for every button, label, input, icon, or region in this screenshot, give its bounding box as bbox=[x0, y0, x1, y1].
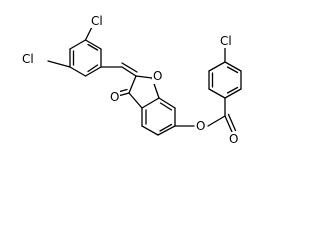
bond bbox=[69, 66, 87, 77]
structure-canvas: Cl Cl Cl O O O O bbox=[20, 14, 242, 146]
atom-label-o-ring: O bbox=[153, 69, 162, 83]
label-background bbox=[195, 119, 206, 133]
atom-label-o-ester-double: O bbox=[229, 132, 238, 146]
bond-double-inner bbox=[87, 64, 99, 73]
bond bbox=[141, 97, 160, 109]
bond-exocyclic-double bbox=[121, 66, 137, 77]
label-background bbox=[89, 14, 105, 28]
bond-double-inner bbox=[159, 123, 173, 132]
label-background bbox=[20, 52, 36, 66]
bond bbox=[208, 61, 226, 72]
bond-to-cl-top bbox=[84, 26, 93, 41]
bond bbox=[128, 75, 137, 94]
bond-to-cl-left bbox=[47, 60, 71, 68]
bond bbox=[158, 97, 176, 109]
bond-carbonyl bbox=[224, 115, 233, 133]
label-background bbox=[228, 132, 239, 146]
bond bbox=[128, 92, 143, 109]
atom-label-cl-right: Cl bbox=[220, 34, 232, 48]
atom-label-o-ester-single: O bbox=[196, 119, 205, 133]
bond bbox=[224, 88, 242, 99]
atom-labels: Cl Cl Cl O O O O bbox=[20, 14, 239, 146]
atom-label-cl-left: Cl bbox=[22, 52, 34, 66]
dichlorophenyl-ring bbox=[69, 39, 102, 77]
chlorophenyl-ring bbox=[208, 61, 242, 117]
benzofuran-benzene-ring bbox=[141, 97, 176, 136]
bond bbox=[69, 39, 87, 50]
atom-label-cl-top: Cl bbox=[91, 14, 103, 28]
bond bbox=[208, 88, 226, 99]
bond bbox=[84, 39, 102, 50]
bond-double-inner bbox=[159, 102, 173, 111]
bond-to-ring-oxygen bbox=[135, 75, 153, 79]
bond bbox=[224, 61, 242, 72]
bond-double-inner bbox=[226, 66, 239, 74]
bond bbox=[84, 66, 102, 77]
atom-label-o-keto: O bbox=[110, 90, 119, 104]
bond-double-inner bbox=[226, 86, 239, 94]
bond-carbonyl-second bbox=[227, 113, 237, 132]
label-background bbox=[218, 34, 234, 48]
bond-exocyclic-double-second bbox=[121, 62, 138, 73]
chemical-structure-diagram: Cl Cl Cl O O O O bbox=[20, 14, 242, 146]
label-background bbox=[109, 90, 120, 104]
bond bbox=[157, 125, 176, 136]
bond-double-inner bbox=[87, 43, 99, 51]
bond bbox=[141, 125, 159, 136]
label-background bbox=[152, 70, 163, 84]
bond-ester-o-to-carbonyl bbox=[207, 115, 226, 127]
